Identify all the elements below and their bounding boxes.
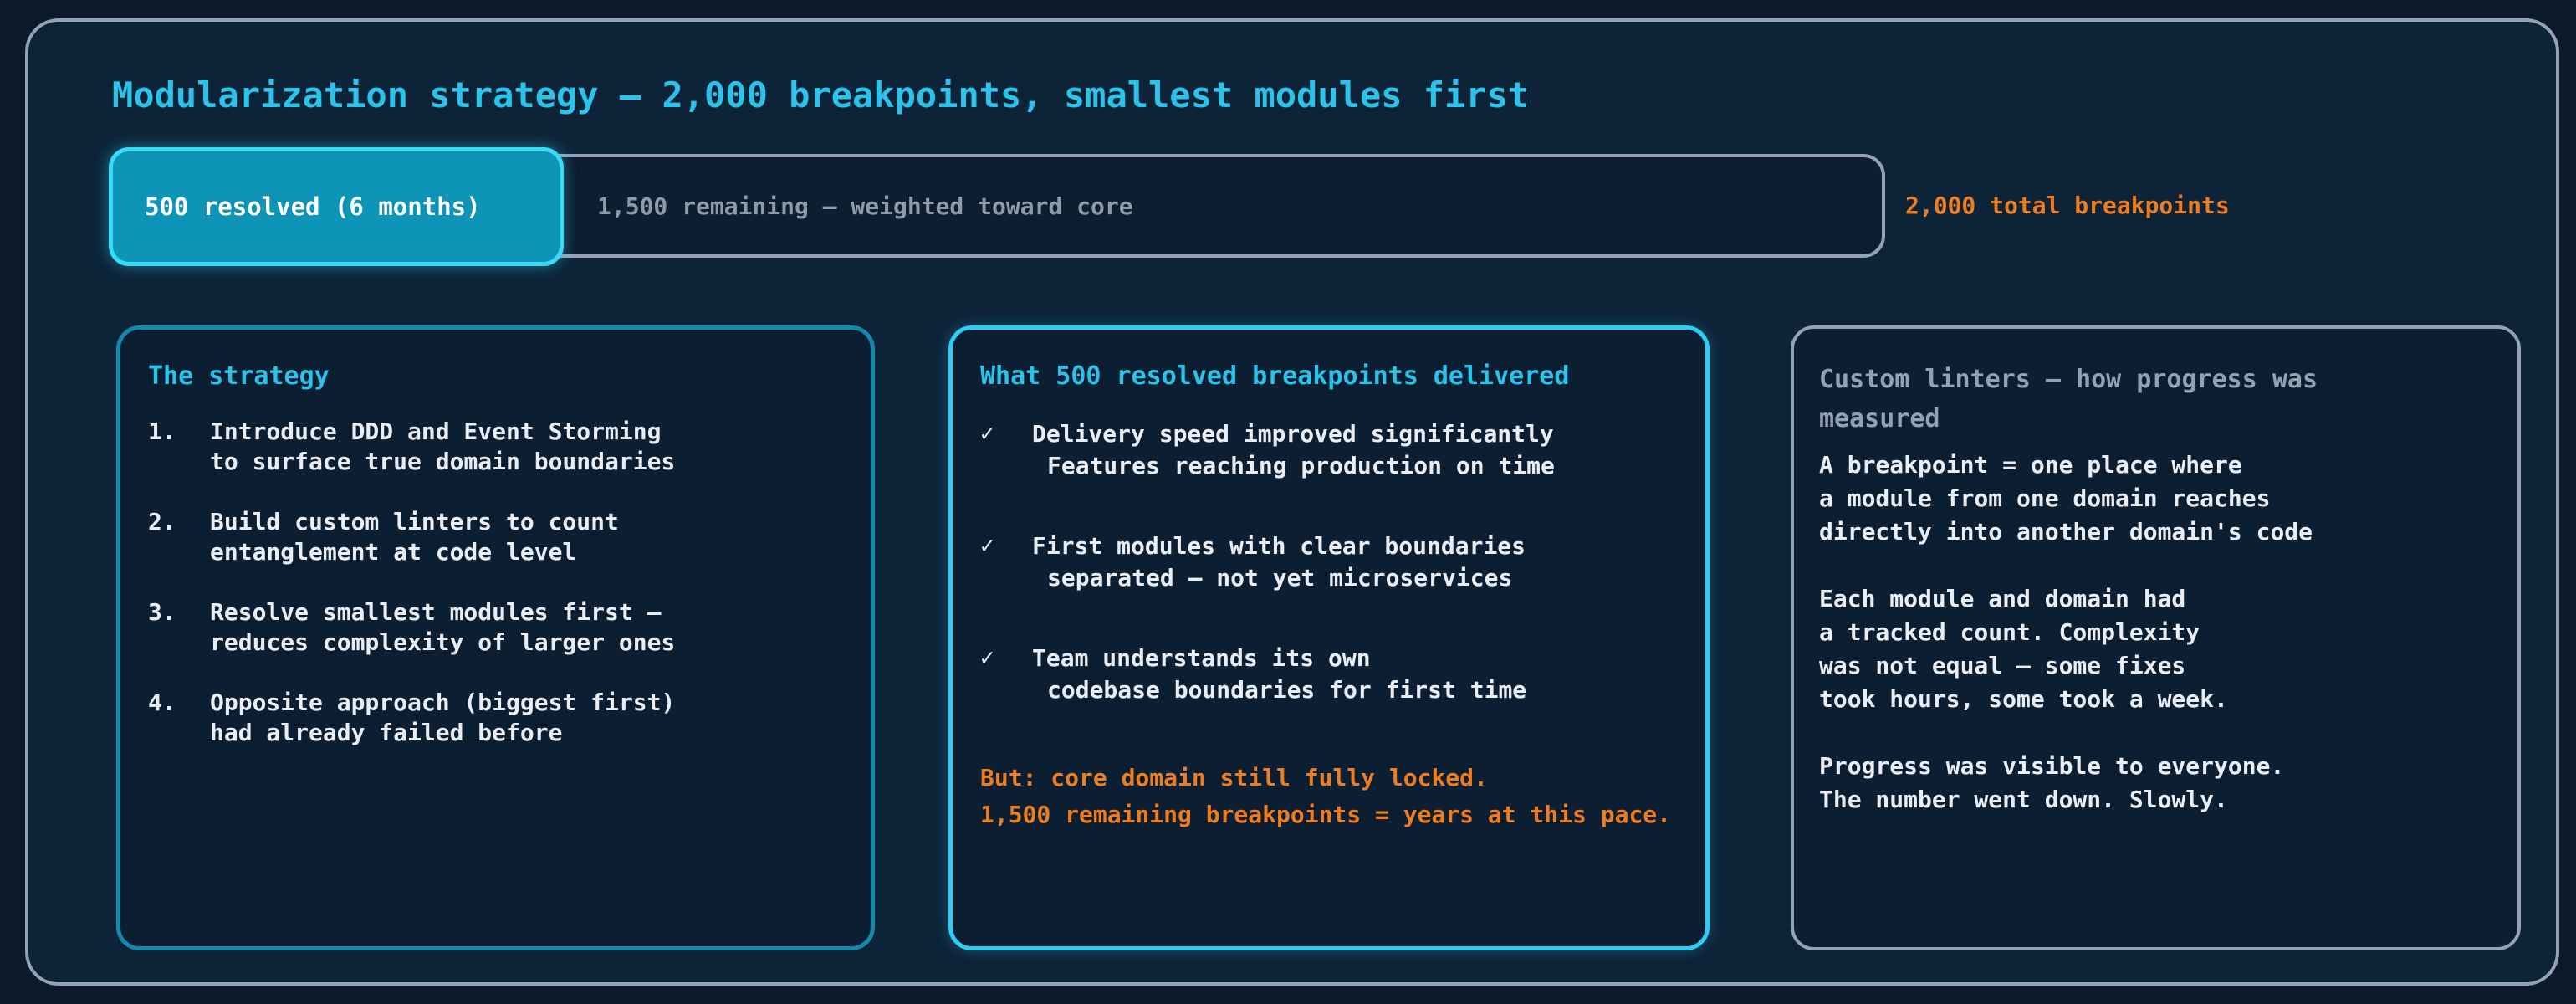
list-item-line: Resolve smallest modules first —: [210, 598, 662, 626]
list-item: 2. Build custom linters to count entangl…: [148, 507, 843, 567]
list-item-line: reduces complexity of larger ones: [210, 628, 676, 656]
list-item-text: Opposite approach (biggest first) had al…: [210, 688, 675, 748]
progress-remaining-label: 1,500 remaining — weighted toward core: [597, 192, 1133, 220]
list-item-number: 4.: [148, 689, 176, 716]
list-item-line: First modules with clear boundaries: [1032, 532, 1526, 560]
list-item-line: to surface true domain boundaries: [210, 448, 676, 475]
list-item: ✓ Team understands its own codebase boun…: [980, 643, 1678, 706]
list-item-text: Introduce DDD and Event Storming to surf…: [210, 417, 675, 477]
warning-line: 1,500 remaining breakpoints = years at t…: [980, 801, 1672, 828]
list-item: 1. Introduce DDD and Event Storming to s…: [148, 417, 843, 477]
list-item-line: Features reaching production on time: [1047, 452, 1555, 479]
page-title: Modularization strategy — 2,000 breakpoi…: [112, 74, 1530, 115]
list-item-line: had already failed before: [210, 719, 563, 746]
list-item: ✓ First modules with clear boundaries se…: [980, 530, 1678, 594]
list-item-text: First modules with clear boundaries sepa…: [1032, 530, 1526, 594]
card-strategy: The strategy 1. Introduce DDD and Event …: [116, 325, 875, 950]
paragraph: A breakpoint = one place where a module …: [1819, 448, 2492, 549]
list-item-number: 3.: [148, 598, 176, 626]
list-item-line: Build custom linters to count: [210, 508, 619, 535]
list-item: ✓ Delivery speed improved significantly …: [980, 418, 1678, 482]
list-item-line: Delivery speed improved significantly: [1032, 420, 1554, 448]
progress-resolved-label: 500 resolved (6 months): [145, 192, 481, 221]
list-item-text: Delivery speed improved significantly Fe…: [1032, 418, 1555, 482]
list-item-line: Team understands its own: [1032, 644, 1371, 672]
paragraph-line: was not equal — some fixes: [1819, 652, 2186, 679]
checkmark-icon: ✓: [980, 531, 994, 559]
paragraph: Progress was visible to everyone. The nu…: [1819, 750, 2492, 817]
paragraph-line: a tracked count. Complexity: [1819, 618, 2200, 646]
paragraph-line: A breakpoint = one place where: [1819, 451, 2242, 479]
list-item-line: codebase boundaries for first time: [1047, 676, 1527, 704]
paragraph: Each module and domain had a tracked cou…: [1819, 582, 2492, 716]
list-item-line: Opposite approach (biggest first): [210, 689, 676, 716]
card-strategy-title: The strategy: [148, 361, 330, 391]
list-item-text: Team understands its own codebase bounda…: [1032, 643, 1526, 706]
list-item-text: Build custom linters to count entangleme…: [210, 507, 619, 567]
checkmark-icon: ✓: [980, 643, 994, 671]
paragraph-line: Each module and domain had: [1819, 585, 2186, 612]
paragraph-line: took hours, some took a week.: [1819, 685, 2228, 713]
paragraph-line: The number went down. Slowly.: [1819, 786, 2228, 813]
delivered-list: ✓ Delivery speed improved significantly …: [980, 418, 1678, 706]
list-item: 4. Opposite approach (biggest first) had…: [148, 688, 843, 748]
card-linters: Custom linters — how progress was measur…: [1791, 325, 2521, 950]
checkmark-icon: ✓: [980, 419, 994, 447]
paragraph-line: directly into another domain's code: [1819, 518, 2313, 546]
card-delivered-title: What 500 resolved breakpoints delivered: [980, 361, 1570, 391]
list-item-line: entanglement at code level: [210, 538, 577, 566]
strategy-list: 1. Introduce DDD and Event Storming to s…: [148, 417, 843, 748]
list-item-text: Resolve smallest modules first — reduces…: [210, 597, 675, 658]
list-item-number: 2.: [148, 508, 176, 535]
list-item-line: separated — not yet microservices: [1047, 564, 1513, 592]
list-item: 3. Resolve smallest modules first — redu…: [148, 597, 843, 658]
card-delivered: What 500 resolved breakpoints delivered …: [948, 325, 1710, 950]
paragraph-line: Progress was visible to everyone.: [1819, 752, 2285, 780]
main-panel: Modularization strategy — 2,000 breakpoi…: [25, 18, 2559, 986]
warning-line: But: core domain still fully locked.: [980, 764, 1488, 791]
card-linters-title: Custom linters — how progress was measur…: [1819, 365, 2318, 433]
progress-total-label: 2,000 total breakpoints: [1905, 192, 2230, 219]
warning-note: But: core domain still fully locked. 1,5…: [980, 760, 1678, 833]
progress-resolved-segment: 500 resolved (6 months): [109, 147, 564, 266]
list-item-number: 1.: [148, 417, 176, 445]
paragraph-line: a module from one domain reaches: [1819, 484, 2271, 512]
list-item-line: Introduce DDD and Event Storming: [210, 417, 662, 445]
